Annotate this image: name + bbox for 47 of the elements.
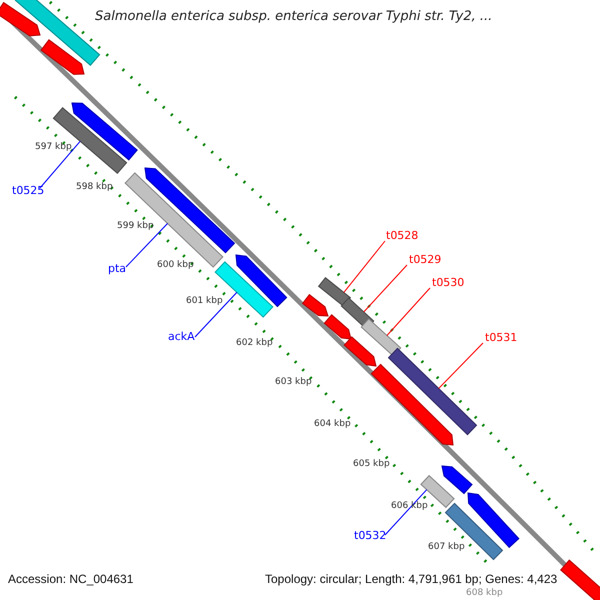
- gene-bar: [302, 294, 329, 317]
- gene-bar: [370, 364, 454, 446]
- scale-label: 607 kbp: [428, 543, 465, 553]
- gene-label: t0532: [354, 530, 386, 542]
- gene-bar: [560, 559, 600, 600]
- gene-bar: [344, 336, 377, 367]
- gene-bar: [52, 107, 128, 174]
- scale-label: 599 kbp: [117, 222, 154, 232]
- gene-bar: [71, 102, 138, 161]
- gene-label: t0528: [386, 230, 418, 242]
- gene-bar: [0, 2, 41, 36]
- leader-line: [40, 140, 81, 188]
- leader-line: [363, 264, 408, 312]
- scale-label: 598 kbp: [76, 183, 113, 193]
- scale-label: 603 kbp: [275, 378, 312, 388]
- gene-label: t0530: [432, 277, 464, 290]
- gene-label: t0529: [409, 254, 442, 266]
- gene-label: pta: [108, 263, 126, 276]
- gene-bar: [388, 348, 478, 436]
- gene-bar: [444, 502, 504, 560]
- leader-line: [384, 489, 428, 536]
- scale-label: 606 kbp: [391, 502, 428, 512]
- gene-bar: [40, 39, 85, 75]
- leader-line: [126, 223, 168, 268]
- gene-bar: [441, 465, 473, 494]
- leader-line: [438, 342, 484, 389]
- scale-label: 600 kbp: [157, 261, 194, 271]
- gene-bar: [467, 492, 520, 548]
- info-text: Accession: NC_004631: [8, 573, 134, 586]
- leader-line: [386, 288, 430, 336]
- gene-label: ackA: [168, 331, 195, 344]
- leader-line: [194, 292, 238, 338]
- scale-label: 604 kbp: [314, 420, 351, 430]
- gene-bar: [318, 277, 352, 307]
- gene-label: t0531: [485, 332, 518, 344]
- leader-line: [343, 240, 386, 293]
- info-text: Topology: circular; Length: 4,791,961 bp; Genes: 4,423: [265, 573, 558, 586]
- gene-bar: [360, 318, 402, 357]
- scale-label: 605 kbp: [353, 460, 390, 470]
- scale-label: 608 kbp: [466, 589, 503, 599]
- gene-label: t0525: [12, 185, 44, 198]
- title: Salmonella enterica subsp. enterica serovar Typhi str. Ty2, ...: [95, 10, 492, 24]
- gene-bar: [235, 254, 288, 308]
- scale-label: 597 kbp: [35, 143, 72, 153]
- gene-bar: [324, 314, 352, 340]
- scale-label: 601 kbp: [186, 297, 223, 307]
- scale-label: 602 kbp: [236, 339, 273, 349]
